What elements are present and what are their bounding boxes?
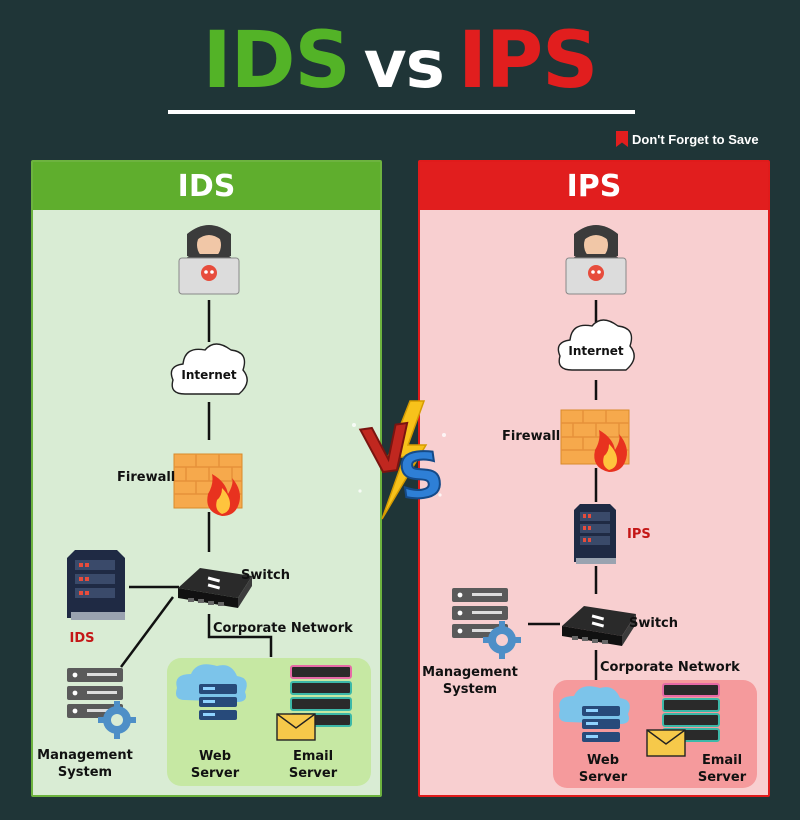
title-ids: IDS — [202, 16, 351, 106]
ips-diagram: Internet Firewall IPS — [422, 225, 757, 788]
switch-icon — [178, 568, 252, 608]
vs-badge-v: V — [358, 410, 416, 489]
ids-sensor-label: IDS — [70, 631, 95, 646]
ips-panel-header: IPS — [420, 162, 768, 210]
ips-internet-label: Internet — [568, 344, 623, 358]
firewall-icon — [560, 409, 630, 472]
gear-icon — [98, 701, 136, 739]
switch-icon — [562, 606, 636, 646]
lightning-bolt-icon — [381, 400, 428, 520]
ids-email-label-1: Email — [293, 749, 333, 764]
ips-management-label-2: System — [443, 682, 497, 697]
save-note-text: Don't Forget to Save — [632, 131, 759, 147]
title-vs: vs — [363, 26, 445, 103]
ids-web-label-2: Server — [191, 766, 240, 781]
ips-server-icon — [574, 504, 616, 564]
firewall-icon — [173, 453, 243, 516]
ids-management-icon — [67, 668, 136, 739]
ids-switch-label: Switch — [241, 568, 290, 583]
ids-firewall-label: Firewall — [117, 470, 175, 485]
title-ips: IPS — [457, 16, 598, 106]
ids-sensor-icon — [67, 550, 125, 620]
vs-badge-s: S — [394, 436, 448, 515]
ips-management-icon — [452, 588, 521, 659]
ips-switch-label: Switch — [629, 616, 678, 631]
ids-panel: IDS Internet — [31, 160, 382, 797]
ips-panel: IPS Internet — [418, 160, 770, 797]
internet-cloud-icon — [557, 319, 635, 371]
hacker-icon — [565, 225, 627, 295]
ids-management-label-1: Management — [37, 748, 133, 763]
email-server-icon — [276, 665, 352, 741]
ips-firewall-label: Firewall — [502, 429, 560, 444]
web-server-icon — [559, 686, 630, 742]
envelope-icon — [276, 713, 316, 741]
bookmark-icon — [616, 131, 628, 147]
ips-management-label-1: Management — [422, 665, 518, 680]
ips-server-label: IPS — [627, 527, 651, 542]
ips-email-label-1: Email — [702, 753, 742, 768]
ids-panel-header: IDS — [33, 162, 380, 210]
ips-corporate-network-label: Corporate Network — [600, 660, 740, 675]
ids-web-label-1: Web — [199, 749, 231, 764]
ids-management-label-2: System — [58, 765, 112, 780]
save-note: Don't Forget to Save — [616, 131, 759, 147]
ids-internet-label: Internet — [181, 368, 236, 382]
gear-icon — [483, 621, 521, 659]
internet-cloud-icon — [170, 343, 248, 395]
email-server-icon — [646, 683, 720, 757]
ids-email-label-2: Server — [289, 766, 338, 781]
ips-web-label-2: Server — [579, 770, 628, 785]
ids-diagram: Internet Firewall IDS — [37, 225, 371, 786]
sparkle-icon — [352, 423, 446, 497]
envelope-icon — [646, 729, 686, 757]
ips-web-label-1: Web — [587, 753, 619, 768]
ips-email-label-2: Server — [698, 770, 747, 785]
web-server-icon — [176, 664, 247, 720]
vs-badge: V S — [352, 400, 449, 520]
hacker-icon — [178, 225, 240, 295]
ids-corporate-network-label: Corporate Network — [213, 621, 353, 636]
title-underline — [168, 110, 635, 114]
ips-connections — [528, 300, 598, 682]
ids-connections — [119, 300, 273, 668]
